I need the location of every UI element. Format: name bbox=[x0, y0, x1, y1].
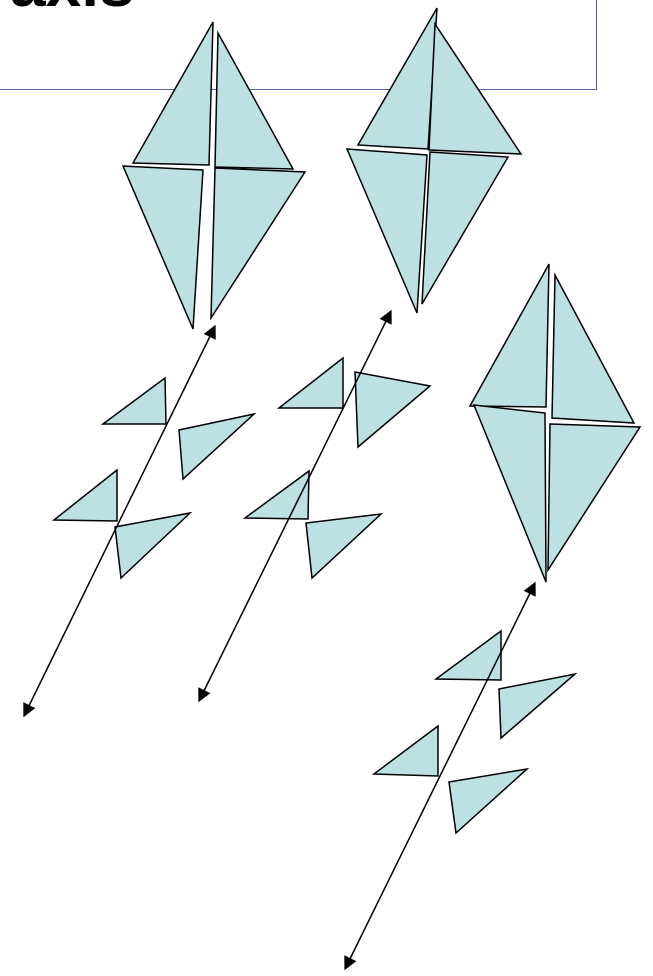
kite-2-triangle-3 bbox=[345, 148, 428, 314]
slide-title-fragment: axis bbox=[10, 0, 135, 16]
triangle-group-3 bbox=[371, 629, 578, 835]
axis-line-1 bbox=[23, 324, 216, 718]
kite-3 bbox=[468, 263, 642, 583]
kite-1-triangle-2 bbox=[214, 30, 295, 170]
triangle-group-2 bbox=[242, 356, 432, 580]
kite-3-triangle-1 bbox=[468, 263, 550, 408]
triangle-group-1-triangle-3 bbox=[51, 468, 118, 522]
kite-1-triangle-4 bbox=[210, 167, 307, 321]
kite-2-triangle-2 bbox=[428, 21, 523, 155]
kite-3-triangle-4 bbox=[547, 423, 642, 573]
triangle-group-1-triangle-2 bbox=[178, 412, 257, 481]
triangle-group-2-triangle-2 bbox=[354, 371, 432, 449]
kite-1-triangle-1 bbox=[131, 21, 214, 166]
axis-line-2 bbox=[198, 309, 392, 703]
triangle-group-1 bbox=[51, 376, 257, 580]
kite-2-triangle-1 bbox=[356, 7, 438, 150]
axis-line-3 bbox=[344, 581, 536, 971]
triangle-group-2-triangle-4 bbox=[305, 512, 384, 580]
triangle-group-3-triangle-4 bbox=[448, 767, 530, 835]
title-box bbox=[0, 0, 597, 90]
kite-2-triangle-4 bbox=[421, 151, 510, 305]
kite-3-triangle-3 bbox=[472, 404, 547, 583]
triangle-group-1-triangle-4 bbox=[114, 511, 193, 580]
triangle-group-2-triangle-3 bbox=[242, 469, 310, 520]
kite-2 bbox=[345, 7, 523, 314]
kite-1-triangle-3 bbox=[121, 165, 204, 330]
triangle-group-3-triangle-3 bbox=[371, 724, 439, 777]
kite-3-triangle-2 bbox=[551, 272, 636, 424]
triangle-group-2-triangle-1 bbox=[276, 356, 344, 409]
triangle-group-3-triangle-2 bbox=[498, 672, 578, 740]
kite-1 bbox=[121, 21, 307, 330]
triangle-group-1-triangle-1 bbox=[100, 376, 167, 425]
